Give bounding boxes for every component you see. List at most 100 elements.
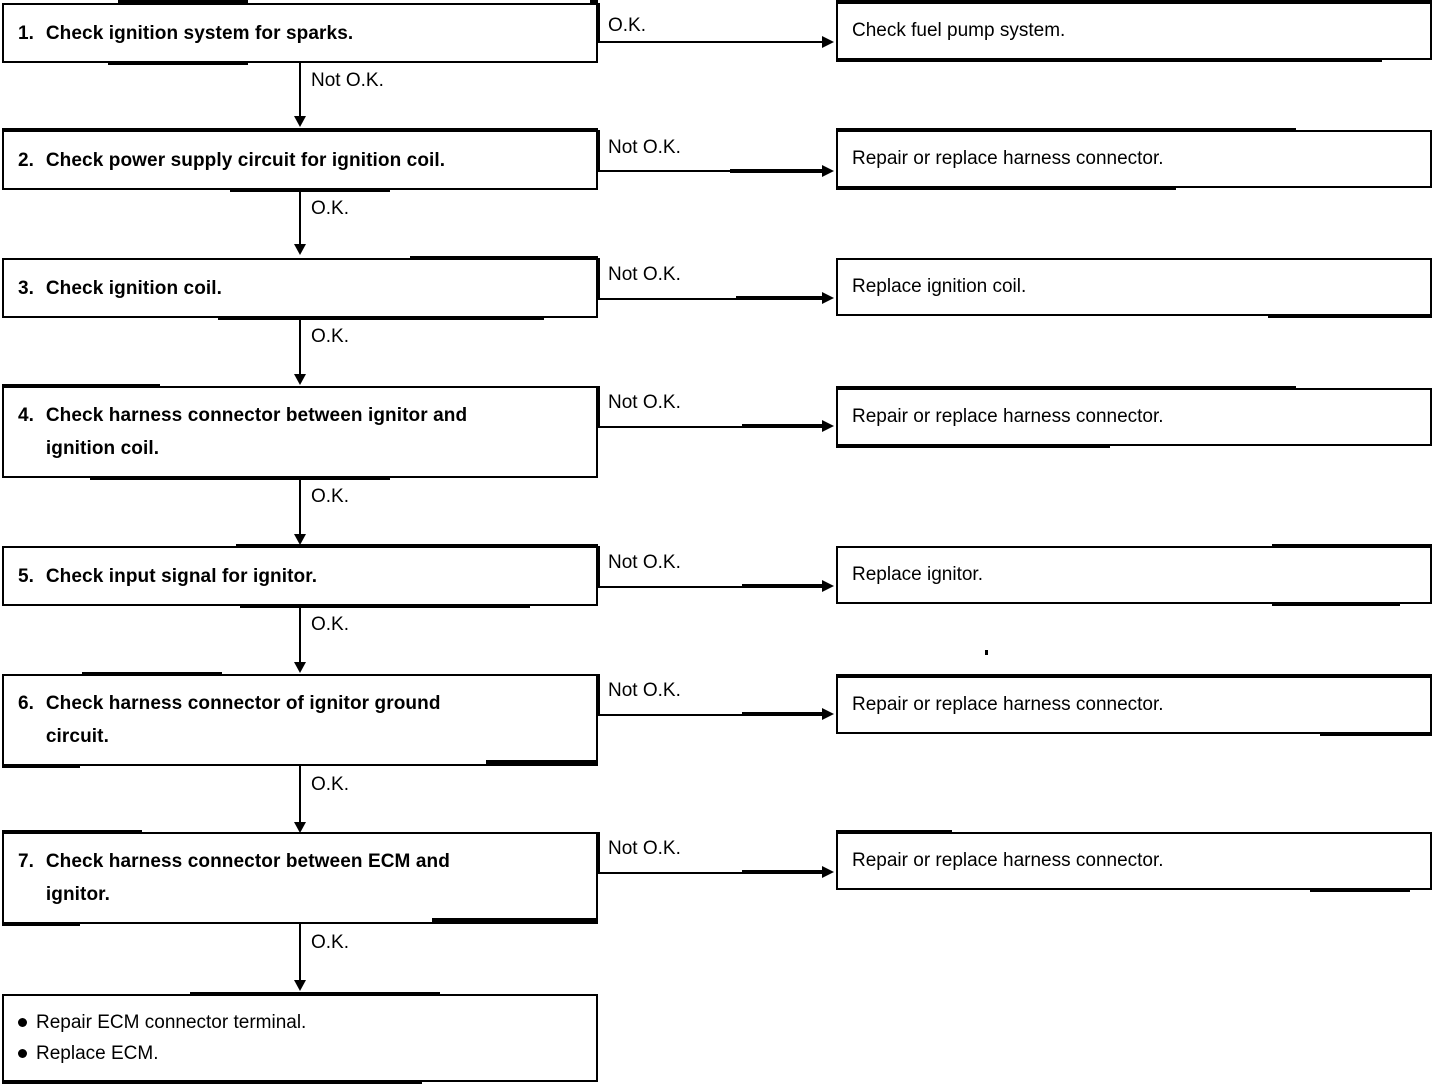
box-edge-smudge [1272, 602, 1400, 606]
arrow-head-right-4 [822, 420, 834, 432]
branch-label-down-5: O.K. [311, 614, 350, 635]
connector-tick [598, 3, 600, 43]
connector-3-right-thick [736, 296, 824, 300]
final-item-label-2: Replace ECM. [36, 1043, 159, 1064]
branch-label-down-7: O.K. [311, 932, 350, 953]
box-edge-smudge [2, 764, 80, 768]
result-box-5[interactable]: Replace ignitor. [836, 546, 1432, 604]
branch-label-right-3: Not O.K. [608, 264, 681, 285]
result-label-4: Repair or replace harness connector. [852, 406, 1164, 427]
final-list-item: Replace ECM. [18, 1038, 582, 1069]
box-edge-smudge [836, 830, 952, 834]
step-box-6[interactable]: 6. Check harness connector of ignitor gr… [2, 674, 598, 766]
result-label-5: Replace ignitor. [852, 564, 983, 585]
branch-label-right-7: Not O.K. [608, 838, 681, 859]
step-box-7[interactable]: 7. Check harness connector between ECM a… [2, 832, 598, 924]
step-number-1: 1. [18, 22, 34, 44]
result-label-7: Repair or replace harness connector. [852, 850, 1164, 871]
connector-tick [598, 258, 600, 300]
scan-speck [985, 650, 988, 655]
connector-2-down [299, 190, 301, 246]
box-edge-smudge [836, 386, 1296, 390]
result-box-6[interactable]: Repair or replace harness connector. [836, 676, 1432, 734]
branch-label-down-1: Not O.K. [311, 70, 384, 91]
step-number-6: 6. [18, 693, 34, 714]
box-edge-smudge [108, 61, 248, 65]
box-edge-smudge [236, 544, 598, 548]
connector-3-down [299, 318, 301, 376]
final-action-box[interactable]: Repair ECM connector terminal. Replace E… [2, 994, 598, 1082]
connector-6-right-thick [742, 712, 824, 716]
bullet-icon [18, 1018, 27, 1027]
box-edge-smudge [118, 0, 248, 4]
box-edge-smudge [2, 128, 598, 132]
branch-label-right-6: Not O.K. [608, 680, 681, 701]
branch-label-down-4: O.K. [311, 486, 350, 507]
step-number-2: 2. [18, 149, 34, 171]
box-edge-smudge [836, 0, 1432, 4]
bullet-icon [18, 1049, 27, 1058]
arrow-head-down-6 [294, 822, 306, 833]
step-label-3: Check ignition coil. [45, 277, 223, 299]
box-edge-smudge [1310, 888, 1410, 892]
result-box-2[interactable]: Repair or replace harness connector. [836, 130, 1432, 188]
connector-1-down [299, 63, 301, 118]
arrow-head-right-7 [822, 866, 834, 878]
arrow-head-down-2 [294, 244, 306, 255]
box-edge-smudge [836, 128, 1296, 132]
box-edge-smudge [410, 256, 598, 260]
scan-speck [590, 0, 598, 4]
box-edge-smudge [2, 384, 160, 388]
box-edge-smudge [2, 922, 80, 926]
branch-label-right-4: Not O.K. [608, 392, 681, 413]
final-item-label-1: Repair ECM connector terminal. [36, 1012, 307, 1033]
connector-4-right-thick [742, 424, 824, 428]
box-edge-smudge [190, 992, 440, 996]
step-box-5[interactable]: 5. Check input signal for ignitor. [2, 546, 598, 606]
arrow-head-right-2 [822, 165, 834, 177]
box-edge-smudge [90, 476, 390, 480]
result-label-1: Check fuel pump system. [852, 20, 1066, 41]
box-edge-smudge [836, 674, 1432, 678]
box-edge-smudge [432, 918, 598, 922]
connector-1-right [598, 41, 824, 43]
box-edge-smudge [2, 830, 142, 834]
branch-label-down-6: O.K. [311, 774, 350, 795]
arrow-head-right-5 [822, 580, 834, 592]
result-label-3: Replace ignition coil. [852, 276, 1027, 297]
final-list-item: Repair ECM connector terminal. [18, 1007, 582, 1038]
step-box-2[interactable]: 2. Check power supply circuit for igniti… [2, 130, 598, 190]
step-box-3[interactable]: 3. Check ignition coil. [2, 258, 598, 318]
connector-2-right-thick [730, 169, 824, 173]
step-label-6: Check harness connector of ignitor groun… [45, 693, 441, 714]
result-label-6: Repair or replace harness connector. [852, 694, 1164, 715]
box-edge-smudge [836, 186, 1176, 190]
result-box-3[interactable]: Replace ignition coil. [836, 258, 1432, 316]
box-edge-smudge [836, 444, 1110, 448]
arrow-head-down-5 [294, 662, 306, 673]
result-box-4[interactable]: Repair or replace harness connector. [836, 388, 1432, 446]
step-box-4[interactable]: 4. Check harness connector between ignit… [2, 386, 598, 478]
result-label-2: Repair or replace harness connector. [852, 148, 1164, 169]
step-number-7: 7. [18, 851, 34, 872]
step-label-4: Check harness connector between ignitor … [45, 405, 468, 426]
result-box-7[interactable]: Repair or replace harness connector. [836, 832, 1432, 890]
connector-7-down [299, 924, 301, 982]
connector-5-down [299, 606, 301, 664]
box-edge-smudge [486, 760, 598, 764]
branch-label-right-5: Not O.K. [608, 552, 681, 573]
branch-label-right-2: Not O.K. [608, 137, 681, 158]
arrow-head-down-7 [294, 980, 306, 991]
box-edge-smudge [230, 188, 390, 192]
connector-tick [598, 546, 600, 588]
connector-4-right [598, 426, 748, 428]
connector-4-down [299, 478, 301, 536]
result-box-1[interactable]: Check fuel pump system. [836, 2, 1432, 60]
step-label-1: Check ignition system for sparks. [45, 22, 354, 44]
step-label-2: Check power supply circuit for ignition … [45, 149, 446, 171]
arrow-head-right-6 [822, 708, 834, 720]
connector-7-right [598, 872, 748, 874]
connector-3-right [598, 298, 742, 300]
step-box-1[interactable]: 1. Check ignition system for sparks. [2, 3, 598, 63]
box-edge-smudge [1268, 314, 1432, 318]
